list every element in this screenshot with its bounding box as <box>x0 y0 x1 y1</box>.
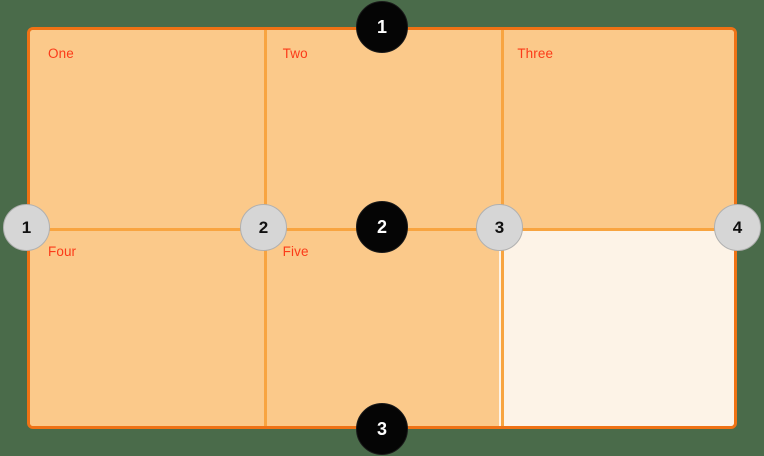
cell-label-two: Two <box>282 46 308 61</box>
node-light-3[interactable]: 3 <box>476 203 523 251</box>
cell-label-four: Four <box>48 244 77 259</box>
node-dark-center[interactable]: 2 <box>356 201 408 253</box>
node-dark-top-label: 1 <box>376 17 387 37</box>
node-light-2-label: 2 <box>258 217 269 237</box>
cell-label-one: One <box>48 46 74 61</box>
node-light-1-label: 1 <box>21 217 32 237</box>
cell-label-three: Three <box>517 46 554 61</box>
node-light-2[interactable]: 2 <box>240 203 287 251</box>
grid-cell-four[interactable]: Four <box>30 228 265 426</box>
node-dark-center-label: 2 <box>376 217 387 237</box>
node-light-4-label: 4 <box>732 217 743 237</box>
grid-cells: One Two Three Four Five <box>30 30 734 426</box>
node-light-1[interactable]: 1 <box>3 203 50 251</box>
grid-cell-three[interactable]: Three <box>499 30 734 228</box>
cell-label-five: Five <box>282 244 309 259</box>
grid-cell-one[interactable]: One <box>30 30 265 228</box>
grid-cell-five[interactable]: Five <box>264 228 500 426</box>
grid-frame: One Two Three Four Five <box>27 27 737 429</box>
node-dark-bottom[interactable]: 3 <box>356 403 408 455</box>
grid-cell-empty[interactable] <box>499 228 734 426</box>
node-light-4[interactable]: 4 <box>714 203 761 251</box>
node-light-3-label: 3 <box>494 217 505 237</box>
node-dark-bottom-label: 3 <box>376 419 387 439</box>
grid-cell-two[interactable]: Two <box>264 30 500 228</box>
node-dark-top[interactable]: 1 <box>356 1 408 53</box>
